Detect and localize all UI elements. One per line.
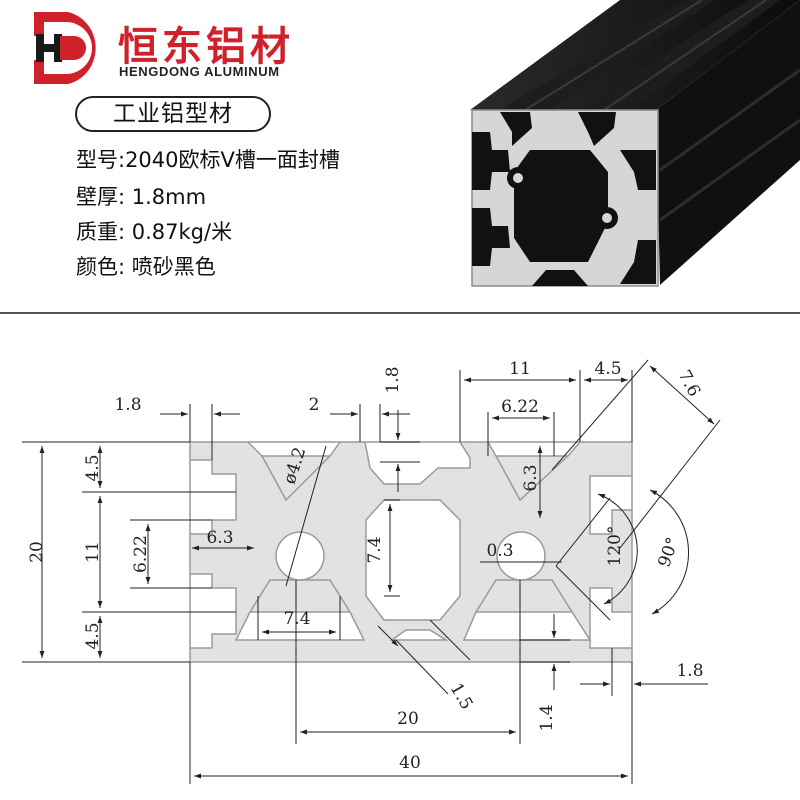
brand-name-en: HENGDONG ALUMINUM <box>119 64 280 79</box>
spec-weight: 质重: 0.87kg/米 <box>76 220 233 244</box>
dim-wall-top: 1.8 <box>114 395 141 415</box>
dim-left-slot-span: 11 <box>83 541 103 563</box>
profile-drawing: 20 4.5 11 4.5 6.22 6.3 1.8 2 1.8 7.4 7.4… <box>22 359 721 784</box>
brand-name-cn: 恒东铝材 <box>118 24 294 70</box>
dim-outer-angle: 90° <box>654 535 683 570</box>
dim-left-offset-top: 4.5 <box>83 454 103 481</box>
product-photo <box>470 0 800 287</box>
dim-left-offset-bottom: 4.5 <box>83 622 103 649</box>
dim-chamfer: 7.6 <box>674 367 704 400</box>
spec-wall-thickness: 壁厚: 1.8mm <box>76 185 207 209</box>
dim-slot-depth-top: 6.3 <box>521 464 541 491</box>
product-header: 恒东铝材 HENGDONG ALUMINUM 工业铝型材 型号:2040欧标V槽… <box>0 0 800 312</box>
dim-slot-depth-left: 6.3 <box>206 528 233 548</box>
dim-web: 1.5 <box>446 680 477 713</box>
dim-left-slot-opening: 6.22 <box>131 535 151 573</box>
dim-fillet: 0.3 <box>486 541 513 561</box>
dim-core-height: 7.4 <box>365 536 385 563</box>
section-divider <box>0 312 800 314</box>
dim-groove-depth: 1.8 <box>383 366 403 393</box>
dim-slot-offset-right: 4.5 <box>594 359 621 379</box>
dim-bottom-wall: 1.4 <box>537 704 557 731</box>
dim-height: 20 <box>27 541 47 563</box>
dim-core-width: 7.4 <box>283 609 310 629</box>
hd-logo-icon <box>32 12 96 84</box>
spec-color: 颜色: 喷砂黑色 <box>76 255 216 279</box>
spec-model: 型号:2040欧标V槽一面封槽 <box>76 148 340 172</box>
dim-slot-width: 11 <box>509 359 531 379</box>
dim-slot-opening: 6.22 <box>501 397 539 417</box>
dim-width: 40 <box>399 753 421 773</box>
dim-groove-width: 2 <box>309 395 320 415</box>
dim-pitch: 20 <box>397 709 419 729</box>
dim-wall-right: 1.8 <box>676 661 703 681</box>
profile-cross-section <box>189 441 633 663</box>
dim-inner-angle: 120° <box>605 526 625 567</box>
product-category-pill: 工业铝型材 <box>75 96 271 132</box>
